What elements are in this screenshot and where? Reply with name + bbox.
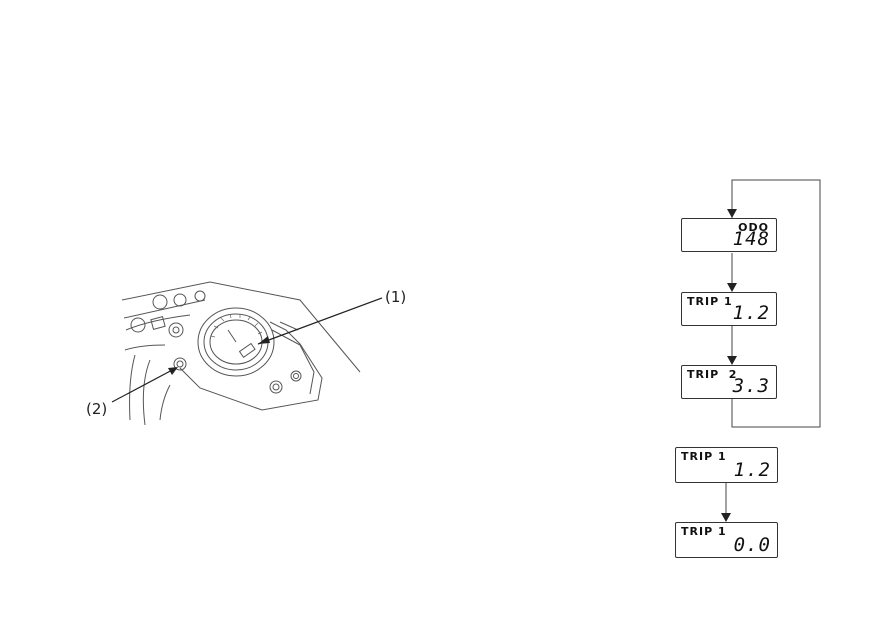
lcd-value: 3.3	[732, 375, 770, 397]
leader-line-1	[257, 297, 383, 345]
callout-2: (2)	[86, 400, 108, 418]
arrow-down-icon	[727, 209, 737, 218]
lcd-trip1-after-reset: TRIP 1 0.0	[675, 522, 778, 558]
lcd-value: 148	[732, 228, 770, 250]
leader-line-2	[111, 367, 177, 403]
lcd-odo: ODO 148	[681, 218, 777, 252]
arrow-down-icon	[721, 513, 731, 522]
handlebar-outline	[121, 281, 361, 373]
lcd-trip2: TRIP 2 3.3	[681, 365, 777, 399]
lcd-value: 1.2	[733, 459, 771, 481]
arrow-down-icon	[727, 283, 737, 292]
cycle-loop	[725, 179, 821, 513]
cockpit-housing	[179, 321, 323, 411]
speedometer-icon	[197, 307, 275, 377]
reset-knob-icon	[173, 357, 187, 371]
lcd-trip1: TRIP 1 1.2	[681, 292, 777, 326]
callout-1: (1)	[385, 288, 407, 306]
lcd-label: TRIP 2	[687, 368, 738, 381]
arrow-down-icon	[727, 356, 737, 365]
lcd-value: 1.2	[732, 302, 770, 324]
lcd-label: TRIP 1	[681, 525, 727, 538]
bolt-icon	[152, 294, 168, 310]
lcd-trip1-before-reset: TRIP 1 1.2	[675, 447, 778, 483]
lcd-label: ODO	[738, 221, 769, 234]
lcd-value: 0.0	[733, 534, 771, 556]
lcd-label: TRIP 1	[687, 295, 733, 308]
lcd-label: TRIP 1	[681, 450, 727, 463]
